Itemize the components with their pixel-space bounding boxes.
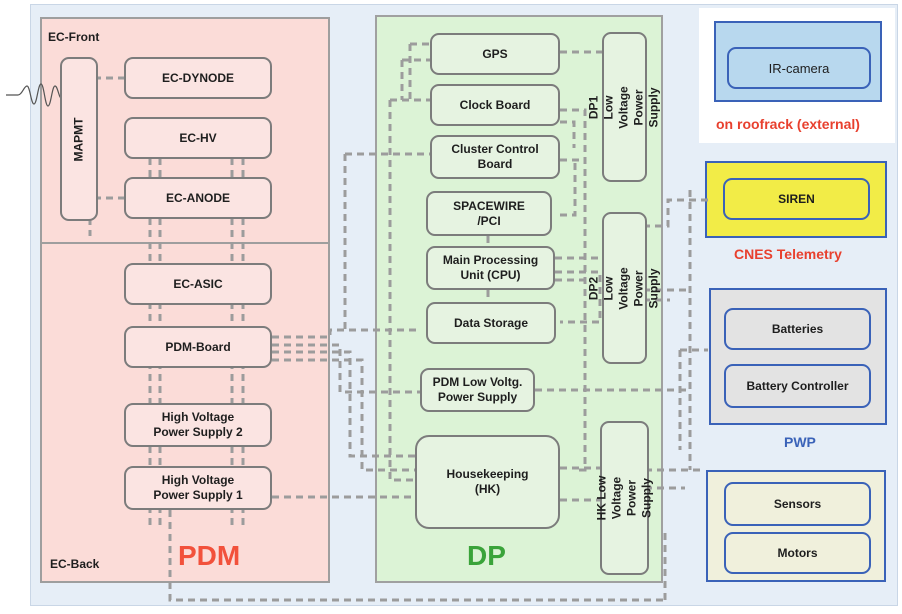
dp2-lvps-box[interactable]: DP2 Low Voltage Power Supply — [587, 212, 661, 364]
cnes-caption: CNES Telemetry — [734, 246, 842, 262]
ir-camera-box[interactable]: IR-camera — [727, 47, 871, 89]
gps-box[interactable]: GPS — [430, 33, 560, 75]
ec-front-divider — [41, 242, 329, 244]
spacewire-box[interactable]: SPACEWIRE /PCI — [426, 191, 552, 236]
housekeeping-box[interactable]: Housekeeping (HK) — [415, 435, 560, 529]
battery-controller-box[interactable]: Battery Controller — [724, 364, 871, 408]
hvps2-box[interactable]: High Voltage Power Supply 2 — [124, 403, 272, 447]
ec-asic-box[interactable]: EC-ASIC — [124, 263, 272, 305]
pdm-lvps-box[interactable]: PDM Low Voltg. Power Supply — [420, 368, 535, 412]
batteries-box[interactable]: Batteries — [724, 308, 871, 350]
motors-box[interactable]: Motors — [724, 532, 871, 574]
roofrack-caption: on roofrack (external) — [716, 116, 860, 132]
hk-lvps-box[interactable]: HK Low Voltage Power Supply — [595, 421, 654, 575]
siren-box[interactable]: SIREN — [723, 178, 870, 220]
ec-anode-box[interactable]: EC-ANODE — [124, 177, 272, 219]
hvps1-box[interactable]: High Voltage Power Supply 1 — [124, 466, 272, 510]
dp-title: DP — [467, 540, 506, 571]
hk-lvps-label: HK Low Voltage Power Supply — [594, 475, 654, 521]
ec-dynode-box[interactable]: EC-DYNODE — [124, 57, 272, 99]
dp1-lvps-box[interactable]: DP1 Low Voltage Power Supply — [587, 32, 661, 182]
cluster-control-box[interactable]: Cluster Control Board — [430, 135, 560, 179]
dp2-lvps-label: DP2 Low Voltage Power Supply — [587, 266, 662, 310]
ec-hv-box[interactable]: EC-HV — [124, 117, 272, 159]
ec-back-label: EC-Back — [50, 557, 100, 571]
mapmt-box[interactable]: MAPMT — [60, 57, 98, 221]
dp1-lvps-label: DP1 Low Voltage Power Supply — [587, 85, 662, 129]
ec-front-label: EC-Front — [48, 30, 100, 44]
sensors-box[interactable]: Sensors — [724, 482, 871, 526]
mapmt-label: MAPMT — [71, 117, 86, 161]
clock-board-box[interactable]: Clock Board — [430, 84, 560, 126]
pdm-board-box[interactable]: PDM-Board — [124, 326, 272, 368]
pwp-caption: PWP — [784, 434, 816, 450]
cpu-box[interactable]: Main Processing Unit (CPU) — [426, 246, 555, 290]
data-storage-box[interactable]: Data Storage — [426, 302, 556, 344]
pdm-title: PDM — [178, 540, 241, 571]
